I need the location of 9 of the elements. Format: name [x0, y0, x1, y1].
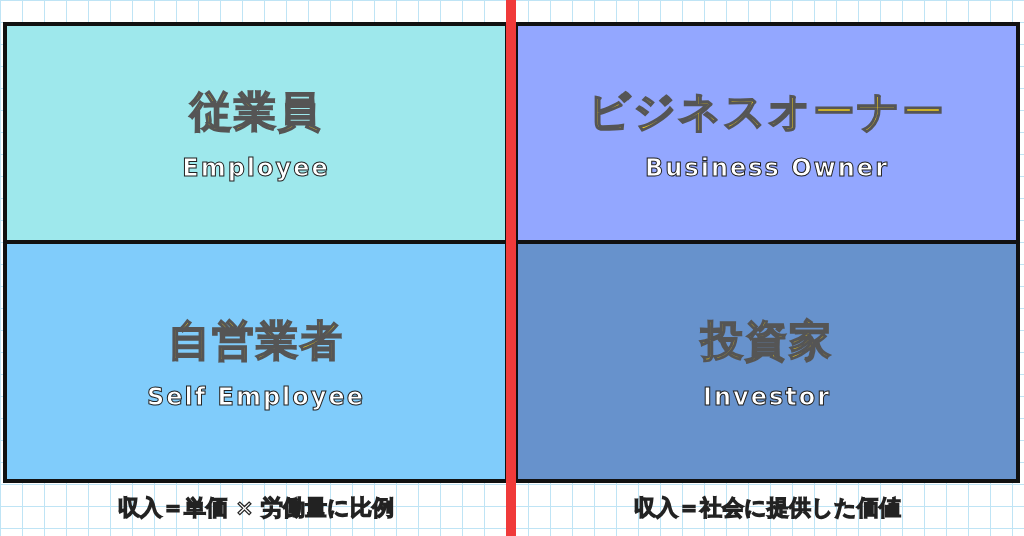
quadrant-title: 投資家 — [701, 314, 833, 367]
quadrant-title: 従業員 — [190, 86, 322, 138]
quadrant-title: 自営業者 — [168, 314, 344, 367]
income-note: 収入＝社会に提供した価値 — [632, 494, 902, 522]
quadrant-subtitle: Investor — [703, 382, 831, 411]
quadrant-title: ビジネスオーナー — [588, 86, 946, 138]
quadrant-subtitle: Business Owner — [645, 154, 889, 182]
quadrant-subtitle: Self Employee — [146, 382, 366, 411]
quadrant-subtitle: Employee — [182, 154, 330, 182]
